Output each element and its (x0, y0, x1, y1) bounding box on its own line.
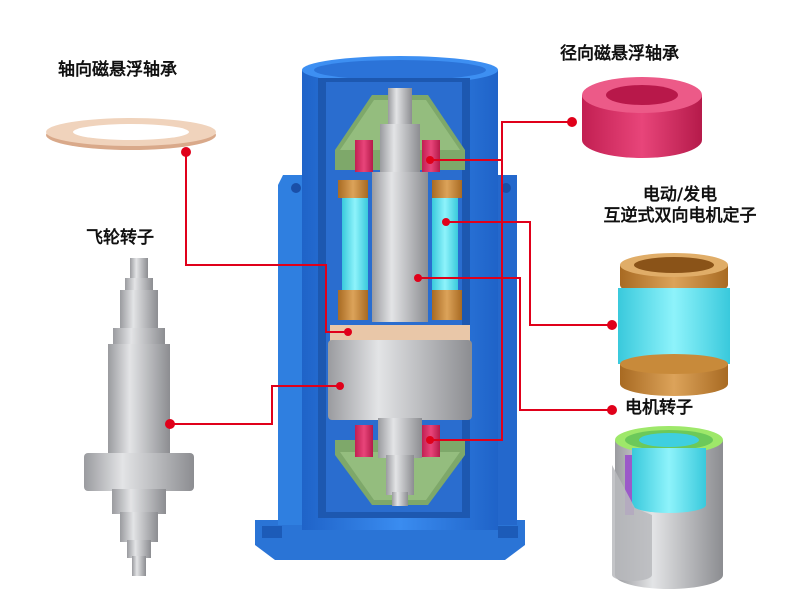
stator-assembly-icon (618, 253, 730, 396)
label-motor-rotor: 电机转子 (625, 398, 693, 418)
central-rotor-icon (328, 88, 472, 506)
label-axial-bearing: 轴向磁悬浮轴承 (58, 60, 177, 80)
label-stator-line1: 电动/发电 (642, 185, 718, 205)
axial-bearing-ring-icon (46, 118, 216, 150)
leader-lines (170, 121, 612, 441)
leader-radial (430, 121, 572, 161)
radial-bearing-ring-icon (582, 77, 702, 158)
leader-radial-2 (430, 160, 503, 441)
motor-rotor-icon (612, 426, 723, 589)
leader-dots (165, 117, 617, 444)
leader-motor-rotor (418, 277, 612, 411)
label-radial-bearing: 径向磁悬浮轴承 (560, 44, 679, 64)
leader-flywheel (170, 385, 340, 425)
leader-axial (185, 152, 348, 333)
flywheel-rotor-icon (84, 258, 194, 576)
label-stator: 电动/发电 互逆式双向电机定子 (604, 185, 757, 228)
leader-stator (446, 221, 612, 326)
label-stator-line2: 互逆式双向电机定子 (603, 206, 757, 227)
stator-section-icon (338, 180, 462, 320)
label-flywheel-rotor: 飞轮转子 (86, 228, 154, 248)
